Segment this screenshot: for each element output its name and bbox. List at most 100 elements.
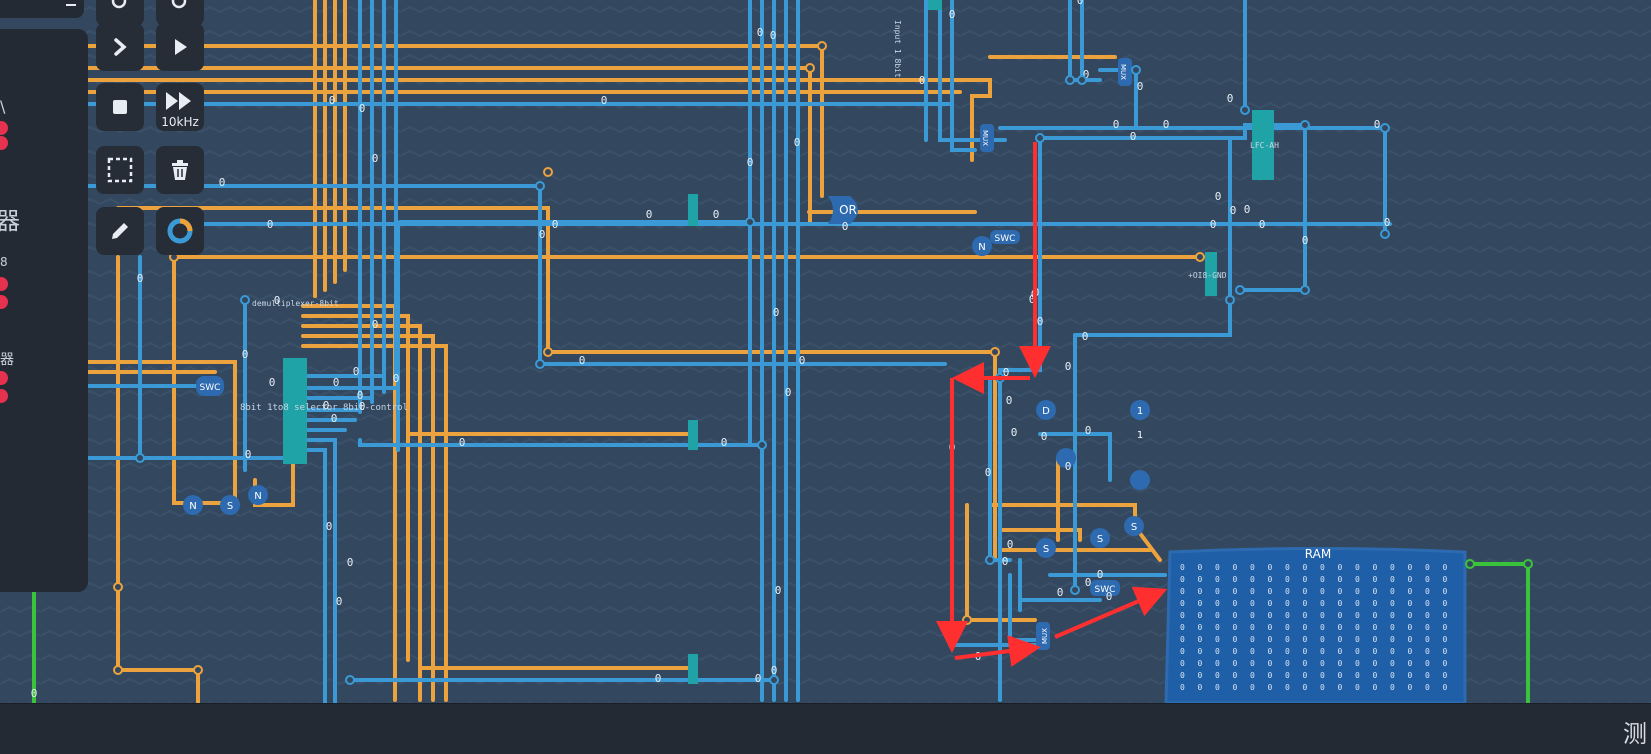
ram-cell: 0 <box>1215 623 1220 632</box>
zoom-in-button[interactable] <box>96 0 144 26</box>
wire-value-label: 0 <box>785 386 792 399</box>
ram-cell: 0 <box>1233 563 1238 572</box>
ram-cell: 0 <box>1198 683 1203 692</box>
gate-labels: N S N N D 1 S S S 1 SWC SWC SWC MUX MUX … <box>189 64 1143 644</box>
wire-junction <box>805 63 815 73</box>
zoom-out-icon <box>171 0 187 9</box>
pin-icon <box>0 136 8 150</box>
ram-cell: 0 <box>1443 635 1448 644</box>
svg-text:SWC: SWC <box>995 234 1016 244</box>
wire-junction <box>1465 559 1475 569</box>
ram-cell: 0 <box>1390 623 1395 632</box>
ram-cell: 0 <box>1198 599 1203 608</box>
ram-cell: 0 <box>1285 563 1290 572</box>
ram-cell: 0 <box>1355 683 1360 692</box>
fast-forward-button[interactable]: 10kHz <box>156 83 204 131</box>
orange-wires <box>86 0 1202 703</box>
wire-junction <box>535 359 545 369</box>
sidebar-label-4: 器 <box>0 352 14 368</box>
ram-cell: 0 <box>1338 623 1343 632</box>
ram-cell: 0 <box>1233 623 1238 632</box>
wire-value-label: 0 <box>459 436 466 449</box>
ram-cell: 0 <box>1408 623 1413 632</box>
svg-text:S: S <box>1097 534 1103 545</box>
ram-cell: 0 <box>1180 599 1185 608</box>
svg-text:D: D <box>1042 406 1050 417</box>
play-button[interactable] <box>156 23 204 71</box>
wire-value-label: 0 <box>1227 92 1234 105</box>
ram-cell: 0 <box>1233 599 1238 608</box>
ram-cell: 0 <box>1303 599 1308 608</box>
or-gate[interactable]: OR <box>828 196 858 224</box>
wire-junction <box>1077 75 1087 85</box>
stop-icon <box>113 100 127 114</box>
ram-cell: 0 <box>1443 671 1448 680</box>
color-picker-button[interactable] <box>156 207 204 255</box>
wire-value-label: 0 <box>1384 216 1391 229</box>
ram-cell: 0 <box>1180 635 1185 644</box>
ram-cell: 0 <box>1303 611 1308 620</box>
wire-value-label: 0 <box>357 389 364 402</box>
delete-button[interactable] <box>156 146 204 194</box>
svg-text:S: S <box>1131 522 1137 533</box>
ram-cell: 0 <box>1373 659 1378 668</box>
select-area-button[interactable] <box>96 146 144 194</box>
wire-value-label: 0 <box>1215 190 1222 203</box>
ram-cell: 0 <box>1268 623 1273 632</box>
ram-cell: 0 <box>1215 671 1220 680</box>
svg-text:LFC-AH: LFC-AH <box>1250 141 1279 150</box>
component-labels: 8bit 1to8 selector 8bit-control LFC-AH +… <box>240 20 1279 413</box>
ram-cell: 0 <box>1390 575 1395 584</box>
ram-cell: 0 <box>1373 599 1378 608</box>
wire-value-label: 0 <box>1057 586 1064 599</box>
ram-cell: 0 <box>1303 575 1308 584</box>
circuit-canvas[interactable]: OR N S N N D 1 S S S 1 SWC SWC SWC MUX <box>0 0 1651 703</box>
ram-cell: 0 <box>1373 623 1378 632</box>
ram-cell: 0 <box>1250 659 1255 668</box>
ram-cell: 0 <box>1425 623 1430 632</box>
ram-cell: 0 <box>1198 659 1203 668</box>
ram-cell: 0 <box>1443 611 1448 620</box>
pin-icon <box>0 389 8 403</box>
ram-cell: 0 <box>1285 659 1290 668</box>
wire-value-label: 0 <box>1029 293 1036 306</box>
ram-cell: 0 <box>1233 671 1238 680</box>
ram-cell: 0 <box>1425 599 1430 608</box>
svg-text:MUX: MUX <box>1119 64 1127 80</box>
pencil-button[interactable] <box>96 207 144 255</box>
ram-cell: 0 <box>1285 671 1290 680</box>
wire-value-label: 0 <box>1113 118 1120 131</box>
ram-cell: 0 <box>1233 647 1238 656</box>
wire-value-label: 0 <box>1259 218 1266 231</box>
wire-value-label: 0 <box>713 208 720 221</box>
step-button[interactable] <box>96 23 144 71</box>
wire-value-label: 0 <box>1007 538 1014 551</box>
svg-text:demultiplexer-8bit: demultiplexer-8bit <box>252 299 339 308</box>
ram-cell: 0 <box>1338 587 1343 596</box>
ram-cell: 0 <box>1303 623 1308 632</box>
wire-value-label: 0 <box>757 26 764 39</box>
status-bar: 测 <box>0 703 1651 754</box>
wire-junction <box>962 615 972 625</box>
pencil-icon <box>112 223 128 239</box>
ram-cell: 0 <box>1373 635 1378 644</box>
wire-value-label: 0 <box>775 584 782 597</box>
ram-cell: 0 <box>1268 659 1273 668</box>
small-gates[interactable] <box>183 58 1150 650</box>
svg-text:SWC: SWC <box>200 383 221 393</box>
ram-cell: 0 <box>1198 671 1203 680</box>
stop-button[interactable] <box>96 83 144 131</box>
wire-junction <box>1131 65 1141 75</box>
wire-value-label: 0 <box>1041 430 1048 443</box>
ram-cell: 0 <box>1338 611 1343 620</box>
ram-cell: 0 <box>1320 659 1325 668</box>
wire-value-label: 0 <box>1085 576 1092 589</box>
ram-cell: 0 <box>1338 683 1343 692</box>
ram-cell: 0 <box>1303 659 1308 668</box>
ram-cell: 0 <box>1338 635 1343 644</box>
zoom-out-button[interactable] <box>156 0 204 26</box>
ram-cell: 0 <box>1180 659 1185 668</box>
wire-junction <box>1523 559 1533 569</box>
ram-cell: 0 <box>1355 623 1360 632</box>
